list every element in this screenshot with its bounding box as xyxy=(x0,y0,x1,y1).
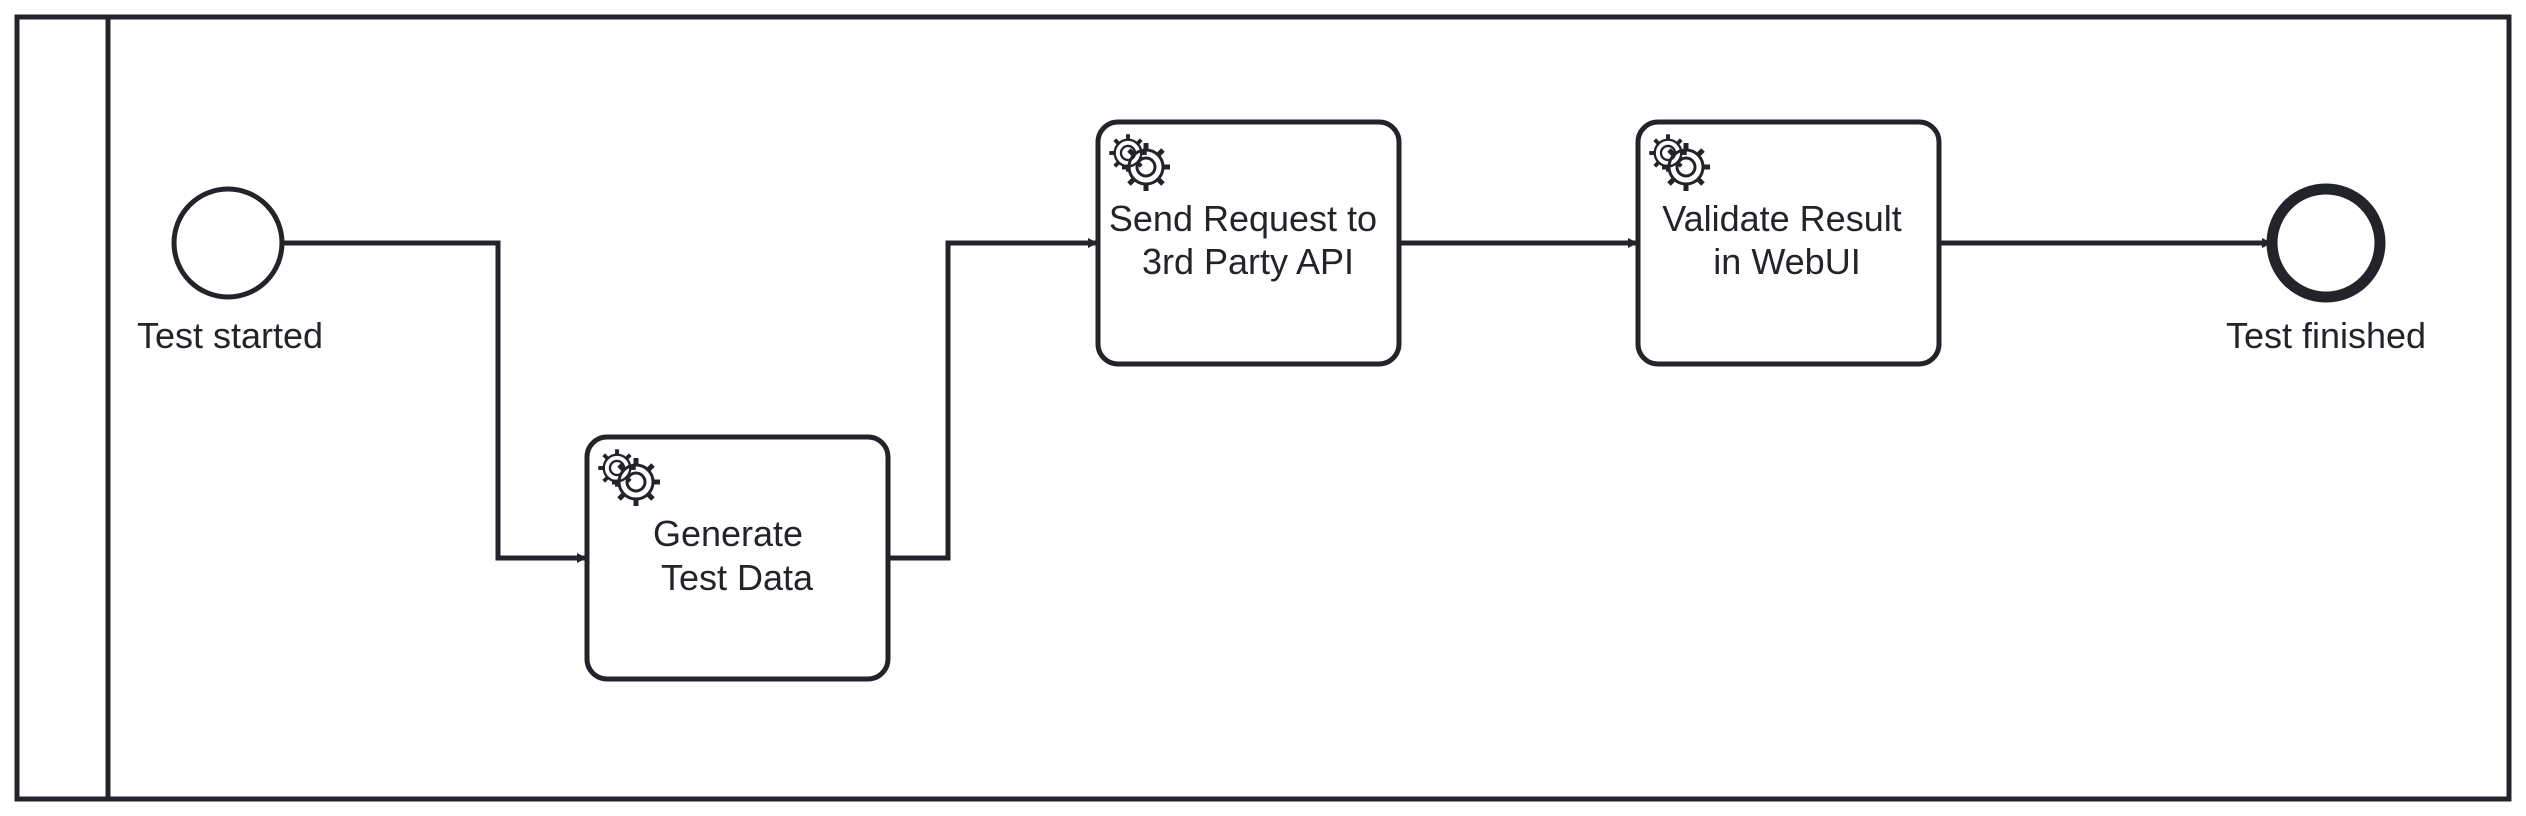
task-label: Generate Test Data xyxy=(653,513,814,598)
start-event-circle xyxy=(171,186,285,300)
task-label-line: Generate xyxy=(653,513,803,554)
task-label-line: Test Data xyxy=(661,557,814,598)
task-label-line: 3rd Party API xyxy=(1142,241,1354,282)
start-event-label: Test started xyxy=(137,315,323,356)
flow-start-to-generate[interactable] xyxy=(284,240,587,563)
task-label-line: Send Request to xyxy=(1109,198,1377,239)
end-event[interactable]: Test finished xyxy=(2226,183,2426,356)
task-validate-result[interactable]: Validate Result in WebUI xyxy=(1635,119,1942,367)
task-generate-test-data[interactable]: Generate Test Data xyxy=(584,434,891,682)
pool[interactable] xyxy=(14,14,2512,802)
task-label-line: Validate Result xyxy=(1662,198,1901,239)
task-label: Send Request to 3rd Party API xyxy=(1109,198,1387,282)
task-box xyxy=(584,434,891,682)
start-event[interactable]: Test started xyxy=(137,186,323,356)
sequence-flows xyxy=(284,238,2272,563)
task-send-request[interactable]: Send Request to 3rd Party API xyxy=(1095,119,1402,367)
task-label-line: in WebUI xyxy=(1713,241,1860,282)
pool-border xyxy=(14,14,2512,802)
task-label: Validate Result in WebUI xyxy=(1662,198,1911,282)
end-event-label: Test finished xyxy=(2226,315,2426,356)
end-event-circle xyxy=(2266,183,2386,303)
task-box xyxy=(1095,119,1402,367)
task-box xyxy=(1635,119,1942,367)
flow-generate-to-send[interactable] xyxy=(888,238,1098,561)
